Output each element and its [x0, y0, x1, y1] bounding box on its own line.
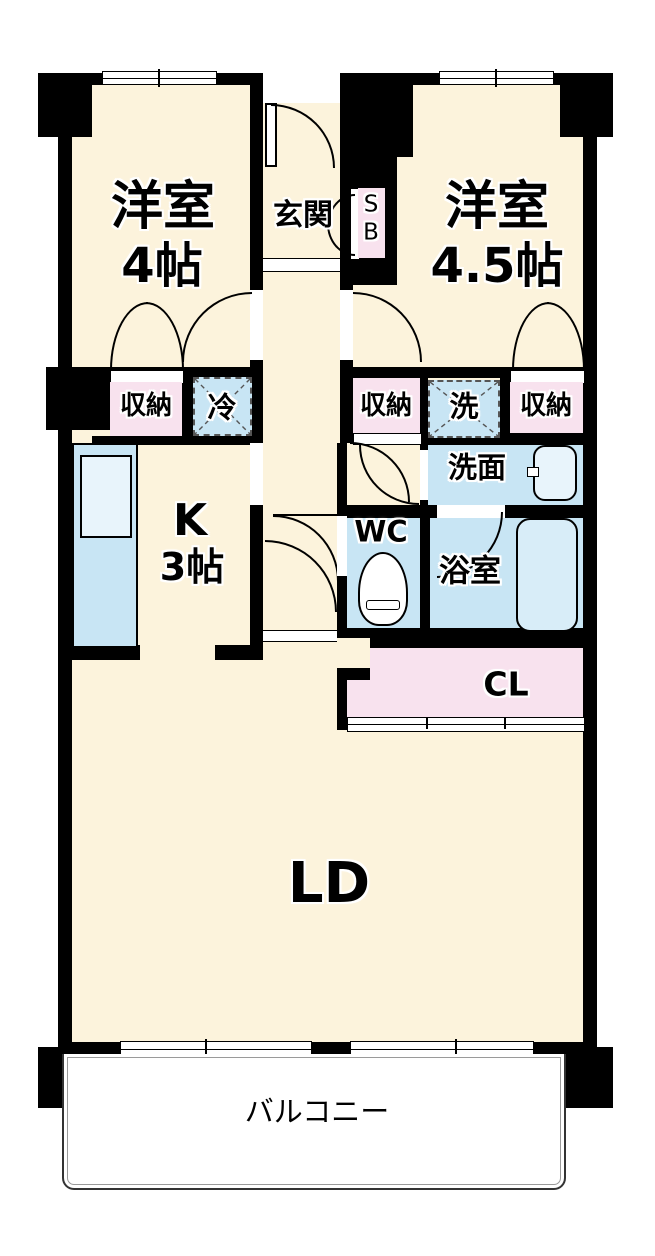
- room-label-west45-size: 4.5帖: [430, 238, 564, 294]
- wall-kitchen-bottom-a: [58, 645, 140, 660]
- wall-corridor-left: [250, 85, 263, 655]
- room-label-shoebox-b: B: [363, 219, 379, 246]
- wall-corridor-right-a: [340, 285, 353, 290]
- room-label-kitchen-name: K: [172, 495, 208, 546]
- wall-right: [583, 85, 597, 1058]
- wall-sb-right: [385, 188, 397, 258]
- wall-left: [58, 73, 72, 1058]
- window-top-left: [102, 69, 217, 87]
- wall-below-storage-left: [92, 436, 263, 445]
- storage-left: [110, 382, 182, 436]
- wall-wc-bath-divider: [420, 505, 430, 638]
- room-label-storage-left: 収納: [119, 391, 173, 421]
- balcony-outline: [62, 1054, 566, 1190]
- storage-middle-track: [353, 433, 422, 445]
- wall-cl-left: [337, 668, 347, 730]
- door-frame-washroom: [420, 450, 428, 500]
- room-label-wc: WC: [354, 514, 408, 549]
- wall-below-washer: [428, 438, 500, 445]
- room-label-washer: 洗: [449, 389, 479, 424]
- kitchen-sink: [80, 455, 132, 538]
- wall-entrance-right-thick: [340, 85, 413, 157]
- wall-storage-rei-divider: [182, 367, 193, 443]
- refrigerator-space: [193, 377, 252, 436]
- entrance-step: [263, 258, 340, 272]
- wash-basin-tab: [527, 467, 539, 477]
- entrance-doorway-gap: [263, 69, 340, 103]
- wall-cl-top: [370, 628, 583, 648]
- pillar-bottom-right: [560, 1047, 613, 1108]
- wall-washer-storage-divider: [500, 367, 510, 445]
- room-label-refrigerator: 冷: [207, 390, 237, 425]
- washer-space: [428, 380, 500, 438]
- room-label-balcony: バルコニー: [244, 1094, 390, 1129]
- room-label-west45-name: 洋室: [444, 177, 550, 237]
- wall-kitchen-bottom-b: [215, 645, 263, 660]
- room-label-west4-size: 4帖: [121, 238, 203, 294]
- room-label-entrance: 玄関: [273, 198, 333, 233]
- wall-sb-upper: [340, 157, 397, 188]
- door-frame-west45: [340, 290, 353, 360]
- toilet-seat-line: [366, 600, 400, 610]
- wash-basin: [533, 445, 577, 501]
- door-frame-wc: [337, 516, 347, 576]
- storage-middle: [353, 378, 420, 433]
- room-label-living-dining: LD: [287, 851, 371, 916]
- wall-cl-step: [340, 668, 370, 680]
- storage-right: [510, 382, 583, 433]
- room-label-west4-name: 洋室: [110, 177, 216, 237]
- room-label-storage-middle: 収納: [359, 391, 413, 421]
- wall-sb-lower: [340, 258, 397, 285]
- wall-corridor-right-c: [340, 368, 353, 443]
- track-tick: [426, 718, 428, 729]
- room-label-kitchen-size: 3帖: [159, 545, 225, 589]
- room-label-washroom: 洗面: [447, 450, 507, 485]
- closet-cl-ext: [347, 680, 370, 717]
- wall-below-right-storage: [510, 433, 583, 445]
- track-tick: [504, 718, 506, 729]
- closet-cl-track: [347, 717, 585, 732]
- room-label-shoebox-s: S: [363, 191, 379, 218]
- door-frame-kitchen: [250, 443, 263, 505]
- wall-storage-right-top: [353, 367, 583, 378]
- wc-door-leaf: [273, 514, 337, 516]
- window-tick: [158, 69, 160, 87]
- shoe-box: [358, 188, 385, 258]
- closet-cl: [370, 648, 583, 717]
- window-tick: [495, 69, 497, 87]
- room-label-storage-right: 収納: [519, 391, 573, 421]
- window-top-right: [439, 69, 554, 87]
- window-tick: [205, 1039, 207, 1059]
- wall-midstorage-right: [420, 367, 428, 443]
- window-tick: [455, 1039, 457, 1059]
- corridor-threshold: [263, 630, 337, 642]
- wall-above-rei: [193, 367, 252, 377]
- wall-corridor-right-b: [340, 360, 353, 368]
- room-label-closet: CL: [483, 664, 529, 704]
- room-label-bathroom: 浴室: [439, 553, 501, 590]
- toilet-fixture: [358, 552, 408, 626]
- door-frame-west4: [250, 290, 263, 360]
- bathtub: [516, 518, 578, 632]
